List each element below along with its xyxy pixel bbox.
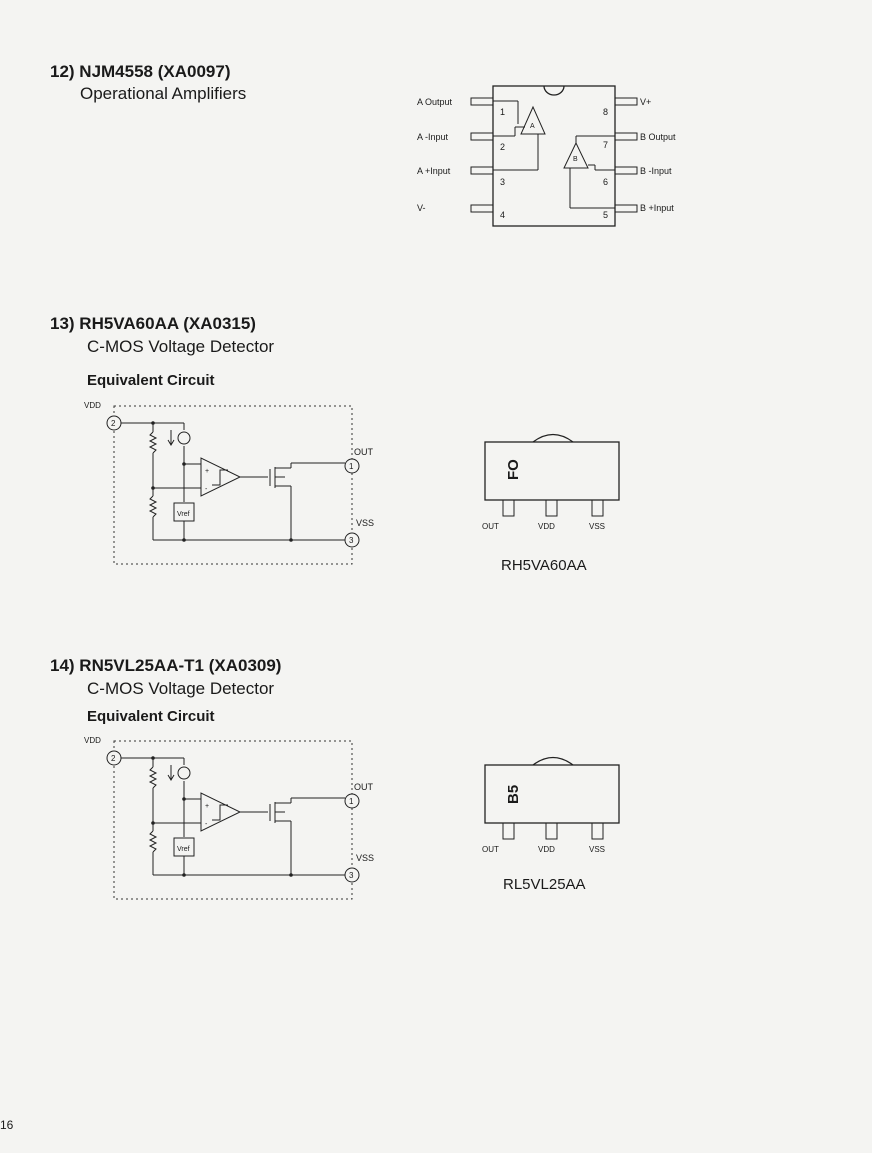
vss-pin-number: 3 [349,536,354,545]
package-name: RL5VL25AA [503,876,586,893]
left-pins [470,97,494,213]
out-label: OUT [354,447,374,457]
amplifier-b-symbol [563,135,615,209]
circuit-wiring [121,422,345,541]
vdd-pin-number: 2 [111,419,116,428]
amplifier-a-label: A [530,123,535,130]
section-12-title: 12) NJM4558 (XA0097) [50,62,231,81]
circuit-boundary [113,405,353,565]
package-pin-vss: VSS [589,845,605,854]
pin-label-b-output: B Output [640,132,676,142]
package-tab [532,433,574,443]
package-leads [502,499,604,517]
pin-number-2: 2 [500,142,505,152]
section-13-subtitle: C-MOS Voltage Detector [87,337,275,356]
vref-label: Vref [177,846,190,853]
package-pin-out: OUT [482,845,499,854]
amplifier-b-label: B [573,156,578,163]
vss-pin-number: 3 [349,871,354,880]
out-pin-number: 1 [349,797,354,806]
pin-number-4: 4 [500,210,505,220]
section-14-title: 14) RN5VL25AA-T1 (XA0309) [50,656,282,675]
package-marking: B5 [505,785,522,804]
right-pins [614,97,638,213]
ic-notch [543,85,565,96]
ic-body [492,85,616,227]
comparator-plus-sign: + [205,468,209,475]
comparator-plus-sign: + [205,803,209,810]
section-13-equivalent-circuit-heading: Equivalent Circuit [87,372,215,389]
vref-label: Vref [177,511,190,518]
pin-label-a-plus-input: A +Input [417,166,451,176]
vss-label: VSS [356,853,374,863]
pin-label-a-output: A Output [417,97,453,107]
pin-number-5: 5 [603,210,608,220]
section-13-title: 13) RH5VA60AA (XA0315) [50,314,256,333]
vdd-pin-number: 2 [111,754,116,763]
pin-label-a-minus-input: A -Input [417,132,449,142]
rn5vl25aa-equivalent-circuit: VDD OUT VSS 2 1 3 [84,736,374,900]
pin-number-1: 1 [500,107,505,117]
package-pin-vss: VSS [589,522,605,531]
package-tab [532,756,574,766]
comparator-minus-sign: - [205,821,208,828]
package-pin-vdd: VDD [538,522,555,531]
out-terminal [344,458,360,474]
pin-label-v-minus: V- [417,203,426,213]
section-14-equivalent-circuit-heading: Equivalent Circuit [87,708,215,725]
pin-label-b-plus-input: B +Input [640,203,674,213]
pin-number-3: 3 [500,177,505,187]
vdd-label: VDD [84,401,101,410]
package-pin-vdd: VDD [538,845,555,854]
rh5va60aa-equivalent-circuit: VDD OUT VSS 2 1 3 [84,401,374,565]
comparator-minus-sign: - [205,486,208,493]
circuit-wiring [121,757,345,876]
page-number: 16 [0,1118,14,1132]
circuit-boundary [113,740,353,900]
rh5va60aa-package-diagram: FO OUT VDD VSS RH5VA60AA [482,433,620,574]
package-pin-out: OUT [482,522,499,531]
package-name: RH5VA60AA [501,557,587,574]
package-leads [502,822,604,840]
out-terminal [344,793,360,809]
rl5vl25aa-package-diagram: B5 OUT VDD VSS RL5VL25AA [482,756,620,893]
pin-label-b-minus-input: B -Input [640,166,672,176]
out-pin-number: 1 [349,462,354,471]
circuit-junctions [151,756,293,877]
section-12-subtitle: Operational Amplifiers [80,84,247,103]
pin-number-7: 7 [603,140,608,150]
section-14-subtitle: C-MOS Voltage Detector [87,679,275,698]
circuit-junctions [151,421,293,542]
vss-label: VSS [356,518,374,528]
pin-number-6: 6 [603,177,608,187]
pin-label-v-plus: V+ [640,97,651,107]
pin-number-8: 8 [603,107,608,117]
vdd-label: VDD [84,736,101,745]
amplifier-a-symbol [493,100,546,171]
njm4558-pinout-diagram: A Output A -Input A +Input V- V+ B Outpu… [417,85,676,227]
package-marking: FO [505,459,522,480]
out-label: OUT [354,782,374,792]
